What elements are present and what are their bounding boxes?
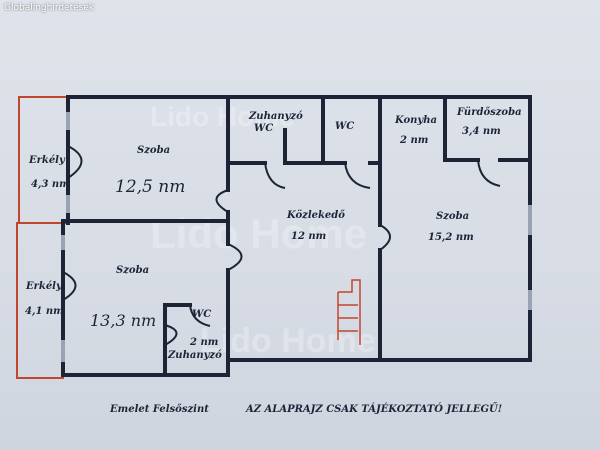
room-name-szoba-top: Szoba: [137, 145, 170, 156]
room-name-furdoszoba: Fürdőszoba: [456, 107, 522, 118]
room-name-zuhanyzo-wc-2: WC: [254, 123, 273, 134]
room-area-wc-bottom: 2 nm: [189, 337, 218, 348]
footer-disclaimer: AZ ALAPRAJZ CSAK TÁJÉKOZTATÓ JELLEGŰ!: [245, 402, 502, 415]
room-area-szoba-top: 12,5 nm: [115, 177, 185, 197]
staircase: [337, 279, 361, 345]
room-sub-wc-bottom: Zuhanyzó: [167, 350, 222, 361]
room-area-szoba-bottom: 13,3 nm: [90, 311, 156, 330]
room-name-wc-bottom: WC: [192, 309, 211, 320]
room-name-szoba-bottom: Szoba: [116, 265, 149, 276]
footer-floor-label: Emelet Felsőszint: [109, 404, 209, 415]
room-name-konyha: Konyha: [394, 115, 437, 126]
room-area-erkely-top: 4,3 nm: [31, 179, 70, 190]
windows: [61, 112, 532, 362]
room-name-zuhanyzo-wc: Zuhanyzó: [248, 111, 303, 122]
room-area-furdoszoba: 3,4 nm: [462, 126, 501, 137]
room-area-konyha: 2 nm: [399, 135, 428, 146]
room-name-szoba-right: Szoba: [436, 211, 469, 222]
watermark-text: Lido Home: [150, 210, 367, 257]
watermark-text: Lido Home: [150, 101, 295, 132]
top-bar-text: Globalinghirdetések: [4, 3, 95, 13]
room-area-szoba-right: 15,2 nm: [428, 232, 474, 243]
room-name-erkely-top: Erkély: [28, 155, 66, 166]
room-name-wc-top: WC: [335, 121, 354, 132]
top-bar: Globalinghirdetések: [0, 0, 600, 18]
room-name-kozlekedo: Közlekedő: [286, 210, 345, 221]
room-area-erkely-bottom: 4,1 nm: [25, 306, 64, 317]
room-area-kozlekedo: 12 nm: [291, 231, 326, 242]
room-name-erkely-bottom: Erkély: [25, 281, 63, 292]
doors: [62, 145, 501, 346]
